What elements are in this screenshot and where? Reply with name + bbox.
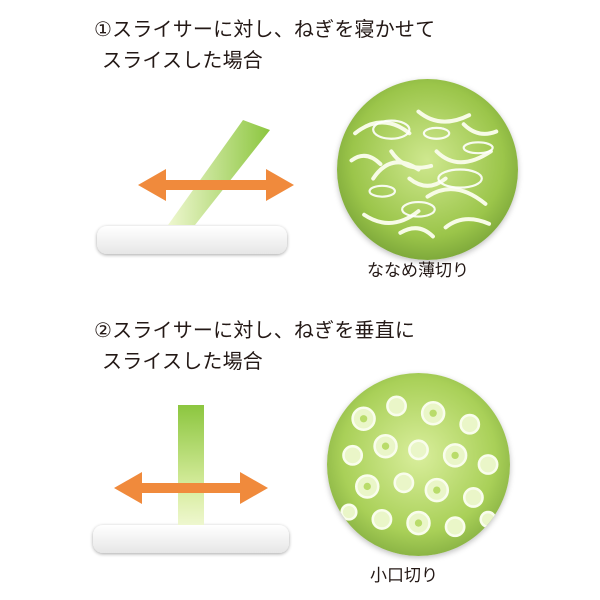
angled-slices-caption: ななめ薄切り — [367, 261, 469, 281]
section-2-heading: ②スライサーに対し、ねぎを垂直に スライスした場合 — [94, 315, 415, 377]
slicer-board — [93, 525, 289, 553]
angled-slices-photo — [337, 79, 518, 260]
round-slices-caption: 小口切り — [370, 566, 438, 586]
green-onion-stalk-vertical — [178, 405, 204, 525]
double-headed-arrow-icon — [114, 472, 268, 504]
section-2-heading-line-1: ②スライサーに対し、ねぎを垂直に — [94, 318, 416, 342]
double-headed-arrow-icon — [138, 169, 294, 201]
angled-slicing-diagram — [97, 120, 294, 254]
green-onion-stalk-angled — [168, 120, 270, 225]
round-slices-photo — [327, 373, 510, 556]
slicer-board — [97, 226, 287, 254]
section-1-heading: ①スライサーに対し、ねぎを寝かせて スライスした場合 — [94, 14, 435, 76]
section-1-heading-line-1: ①スライサーに対し、ねぎを寝かせて — [94, 17, 436, 41]
vertical-slicing-diagram — [93, 405, 289, 553]
section-1-heading-line-2: スライスした場合 — [102, 48, 263, 72]
section-2-heading-line-2: スライスした場合 — [102, 349, 263, 373]
